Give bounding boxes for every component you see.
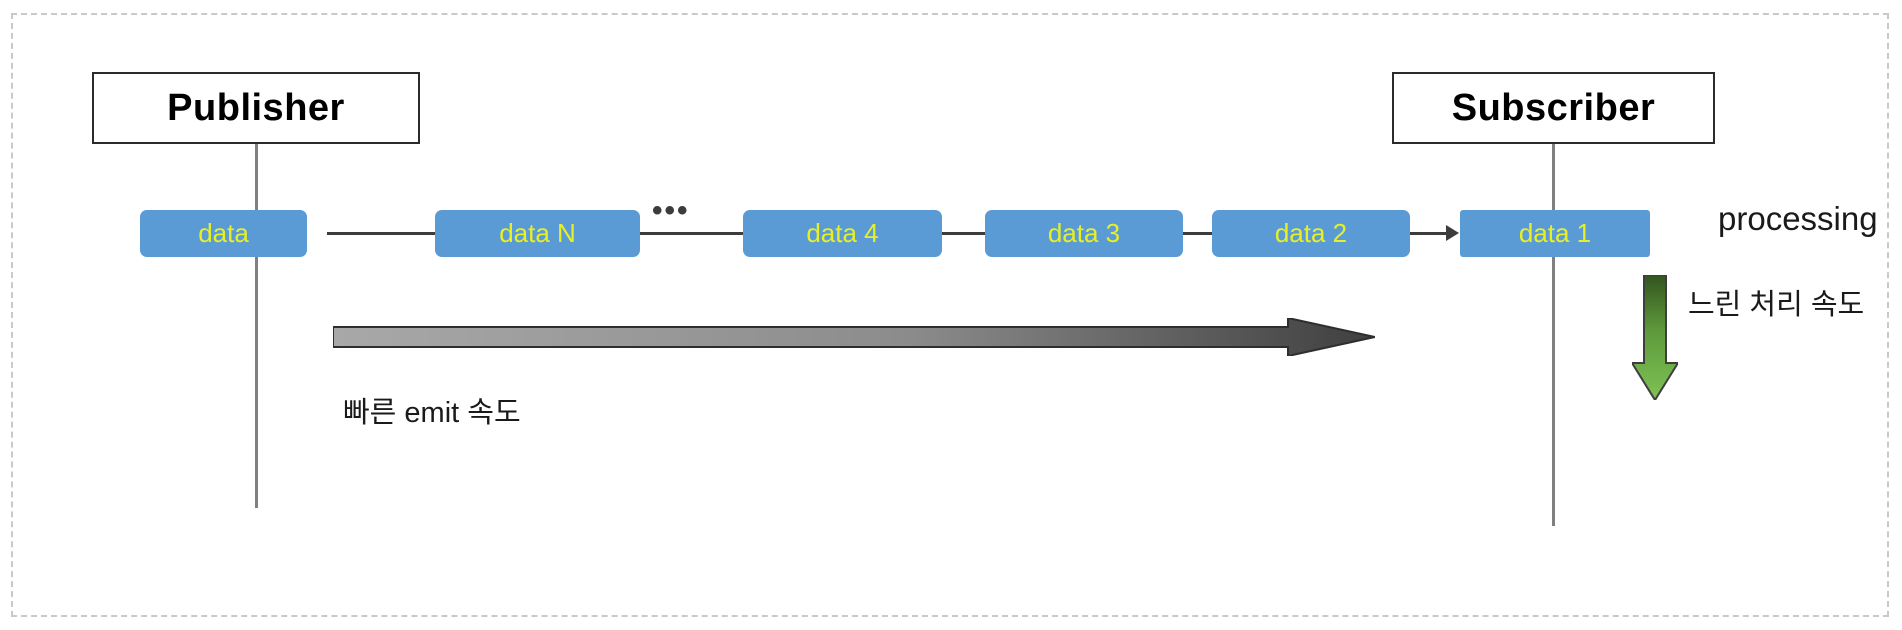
data-chip-label: data 3: [1047, 218, 1121, 248]
publisher-box: Publisher: [92, 72, 420, 144]
publisher-label: Publisher: [167, 86, 345, 129]
fast-emit-arrow-icon: [333, 318, 1375, 356]
data-chip-data-2: data 2: [1212, 210, 1410, 257]
data-chip-label: data 2: [1274, 218, 1348, 248]
arrowhead-into-data1: [1446, 225, 1459, 241]
data-chip-data: data: [140, 210, 307, 257]
data-chip-label: data 4: [806, 218, 879, 248]
connector-dataN-to-data4: [638, 232, 745, 235]
subscriber-box: Subscriber: [1392, 72, 1715, 144]
ellipsis-icon: •••: [652, 194, 690, 227]
data-chip-label: data: [198, 218, 249, 248]
data-chip-label: data 1: [1518, 218, 1592, 248]
processing-label: processing: [1718, 200, 1878, 237]
subscriber-lifeline: [1552, 144, 1555, 526]
connector-data3-to-data2: [1181, 232, 1214, 235]
fast-emit-speed-label: 빠른 emit 속도: [343, 397, 521, 429]
data-chip-data-n: data N: [435, 210, 640, 257]
data-chip-data-4: data 4: [743, 210, 942, 257]
diagram-frame: [11, 13, 1889, 617]
data-chip-label: data N: [499, 218, 576, 248]
slow-processing-arrow-icon: [1632, 275, 1678, 400]
data-chip-data-3: data 3: [985, 210, 1183, 257]
subscriber-label: Subscriber: [1451, 86, 1656, 129]
data-chip-data-1: data 1: [1460, 210, 1650, 257]
connector-data4-to-data3: [940, 232, 987, 235]
publisher-lifeline: [255, 144, 258, 508]
connector-data2-to-data1: [1408, 232, 1448, 235]
slow-processing-speed-label: 느린 처리 속도: [1688, 289, 1865, 321]
connector-data-to-dataN: [327, 232, 437, 235]
